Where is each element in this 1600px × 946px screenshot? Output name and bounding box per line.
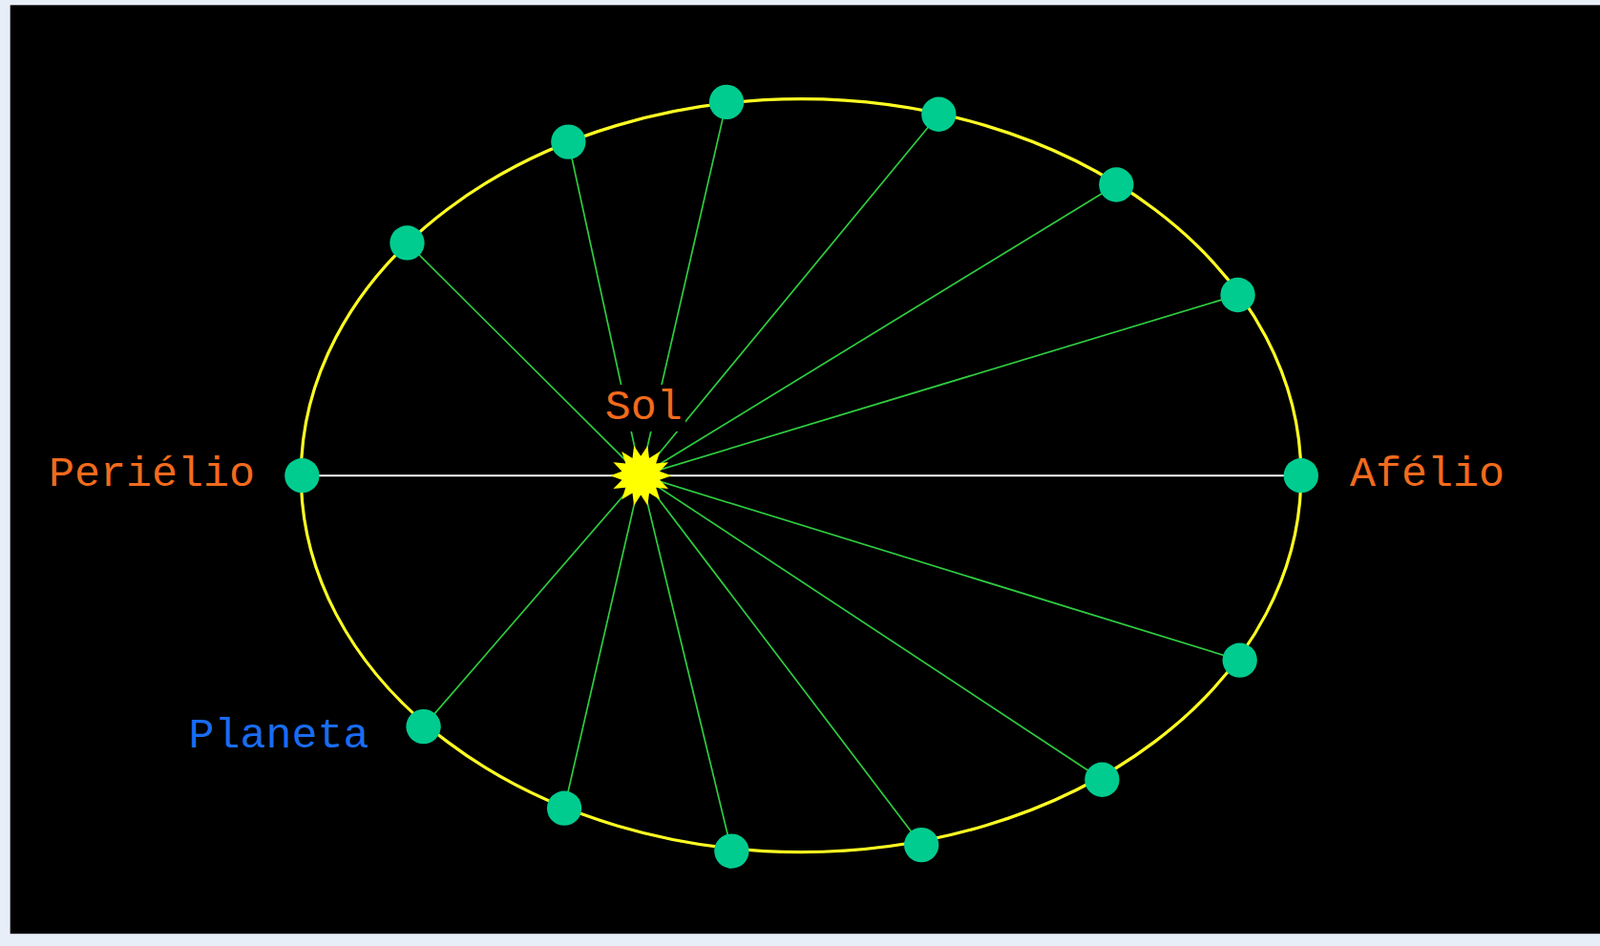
- planet-dot: [550, 124, 586, 159]
- planet-dot: [405, 709, 441, 744]
- orbit-ellipse: [300, 99, 1302, 853]
- major-axis: [301, 474, 1301, 477]
- radius-line: [640, 475, 732, 851]
- radius-line: [640, 475, 1102, 780]
- planet-dots: [284, 84, 1319, 869]
- planet-dot: [1284, 458, 1319, 493]
- planet-dot: [1084, 762, 1119, 798]
- radius-line: [640, 475, 1240, 660]
- planet-label: Planeta: [186, 713, 373, 761]
- radius-line: [406, 242, 641, 476]
- black-background: [10, 4, 1600, 934]
- radius-line: [640, 475, 922, 845]
- sun-star: [610, 445, 672, 506]
- perihelion-label: Periélio: [45, 451, 258, 500]
- planet-dot: [1220, 277, 1255, 313]
- planet-dot: [1222, 642, 1258, 677]
- planet-dot: [547, 791, 582, 826]
- radius-line: [640, 184, 1116, 476]
- planet-dot: [284, 458, 319, 493]
- planet-dot: [921, 97, 956, 132]
- radius-line: [564, 475, 641, 809]
- radius-line: [640, 294, 1238, 476]
- aphelion-label: Afélio: [1347, 451, 1508, 500]
- radius-lines: [406, 102, 1240, 852]
- planet-dot: [714, 833, 749, 868]
- radius-line: [640, 114, 939, 476]
- planet-dot: [389, 225, 424, 260]
- planet-dot: [1098, 167, 1134, 202]
- planet-dot: [709, 84, 744, 120]
- radius-line: [423, 475, 642, 727]
- sun-label: Sol: [602, 384, 686, 433]
- planet-dot: [904, 827, 939, 863]
